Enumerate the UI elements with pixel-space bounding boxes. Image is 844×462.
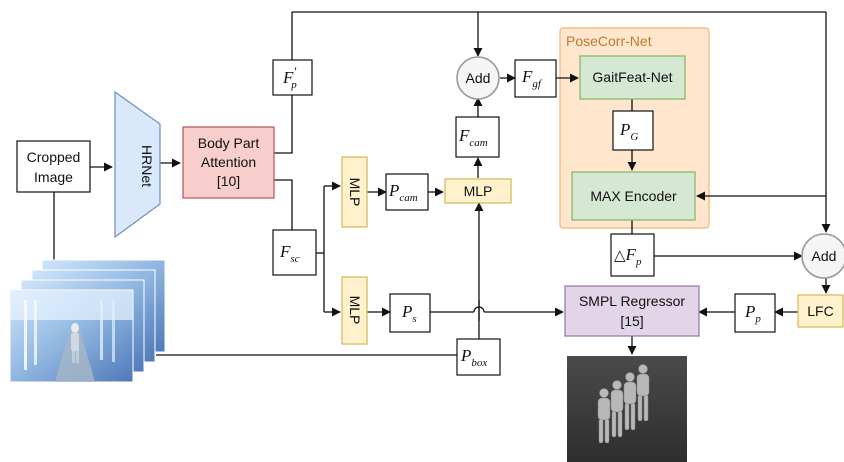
add-top-node: Add: [456, 56, 500, 100]
cropped-image-box: Cropped Image: [16, 140, 91, 193]
body-part-attention-line3: [10]: [217, 173, 240, 189]
mlp-mid-block: MLP: [444, 178, 512, 204]
mlp-cam-label: MLP: [347, 178, 363, 207]
max-encoder-block: MAX Encoder: [571, 171, 696, 221]
p-box-box: Pbox: [456, 338, 501, 376]
mesh-figure-4: [636, 364, 650, 422]
delta-f-p-box: △Fp: [610, 233, 655, 277]
f-gf-box: Fgf: [514, 59, 557, 98]
mlp-s-label: MLP: [347, 296, 363, 325]
add-top-label: Add: [466, 70, 491, 86]
cropped-image-line2: Image: [34, 169, 73, 185]
smpl-regressor-block: SMPL Regressor [15]: [564, 285, 700, 337]
walker-head: [71, 323, 79, 333]
cropped-image-line1: Cropped: [27, 149, 81, 165]
p-cam-label: Pcam: [388, 181, 418, 204]
smpl-regressor-line1: SMPL Regressor: [579, 293, 685, 309]
p-p-box: Pp: [734, 293, 776, 333]
f-cam-label: Fcam: [458, 126, 488, 149]
max-encoder-label: MAX Encoder: [590, 188, 677, 204]
body-part-attention-box: Body Part Attention [10]: [182, 126, 275, 199]
add-right-node: Add: [801, 233, 844, 279]
front-frame-scene: [10, 290, 133, 382]
p-g-label: PG: [619, 120, 638, 143]
gaitfeat-net-block: GaitFeat-Net: [579, 55, 686, 100]
mesh-figure-2: [610, 380, 624, 438]
mlp-cam-block: MLP: [341, 156, 368, 228]
video-frames-stack: [9, 259, 166, 383]
f-gf-label: Fgf: [521, 67, 543, 90]
mlp-mid-label: MLP: [464, 183, 493, 199]
lfc-block: LFC: [797, 294, 844, 328]
p-cam-box: Pcam: [385, 173, 429, 211]
posecorr-net-label: PoseCorr-Net: [566, 33, 652, 49]
mesh-figure-3: [623, 372, 637, 431]
gaitfeat-net-label: GaitFeat-Net: [592, 69, 672, 85]
p-box-label: Pbox: [460, 346, 487, 369]
body-part-attention-line1: Body Part: [198, 135, 260, 151]
p-s-label: Ps: [401, 302, 417, 325]
smpl-regressor-line2: [15]: [620, 313, 643, 329]
f-sc-label: Fsc: [279, 242, 300, 265]
add-right-label: Add: [812, 248, 837, 264]
lfc-label: LFC: [807, 303, 833, 319]
p-p-label: Pp: [744, 302, 761, 325]
hrnet-label: HRNet: [139, 145, 155, 187]
mlp-s-block: MLP: [341, 276, 368, 345]
p-s-box: Ps: [389, 293, 431, 333]
f-p-prime-label: F′p: [282, 64, 297, 91]
f-sc-box: Fsc: [272, 229, 317, 276]
mesh-figure-1: [597, 388, 611, 444]
walker-body: [71, 333, 79, 351]
delta-f-p-label: △Fp: [614, 245, 642, 268]
body-part-attention-line2: Attention: [201, 154, 256, 170]
p-g-box: PG: [612, 110, 654, 151]
f-cam-box: Fcam: [455, 116, 500, 158]
hrnet-block: HRNet: [114, 90, 161, 239]
smpl-mesh-sequence: [567, 356, 687, 462]
f-p-prime-box: F′p: [272, 59, 313, 96]
